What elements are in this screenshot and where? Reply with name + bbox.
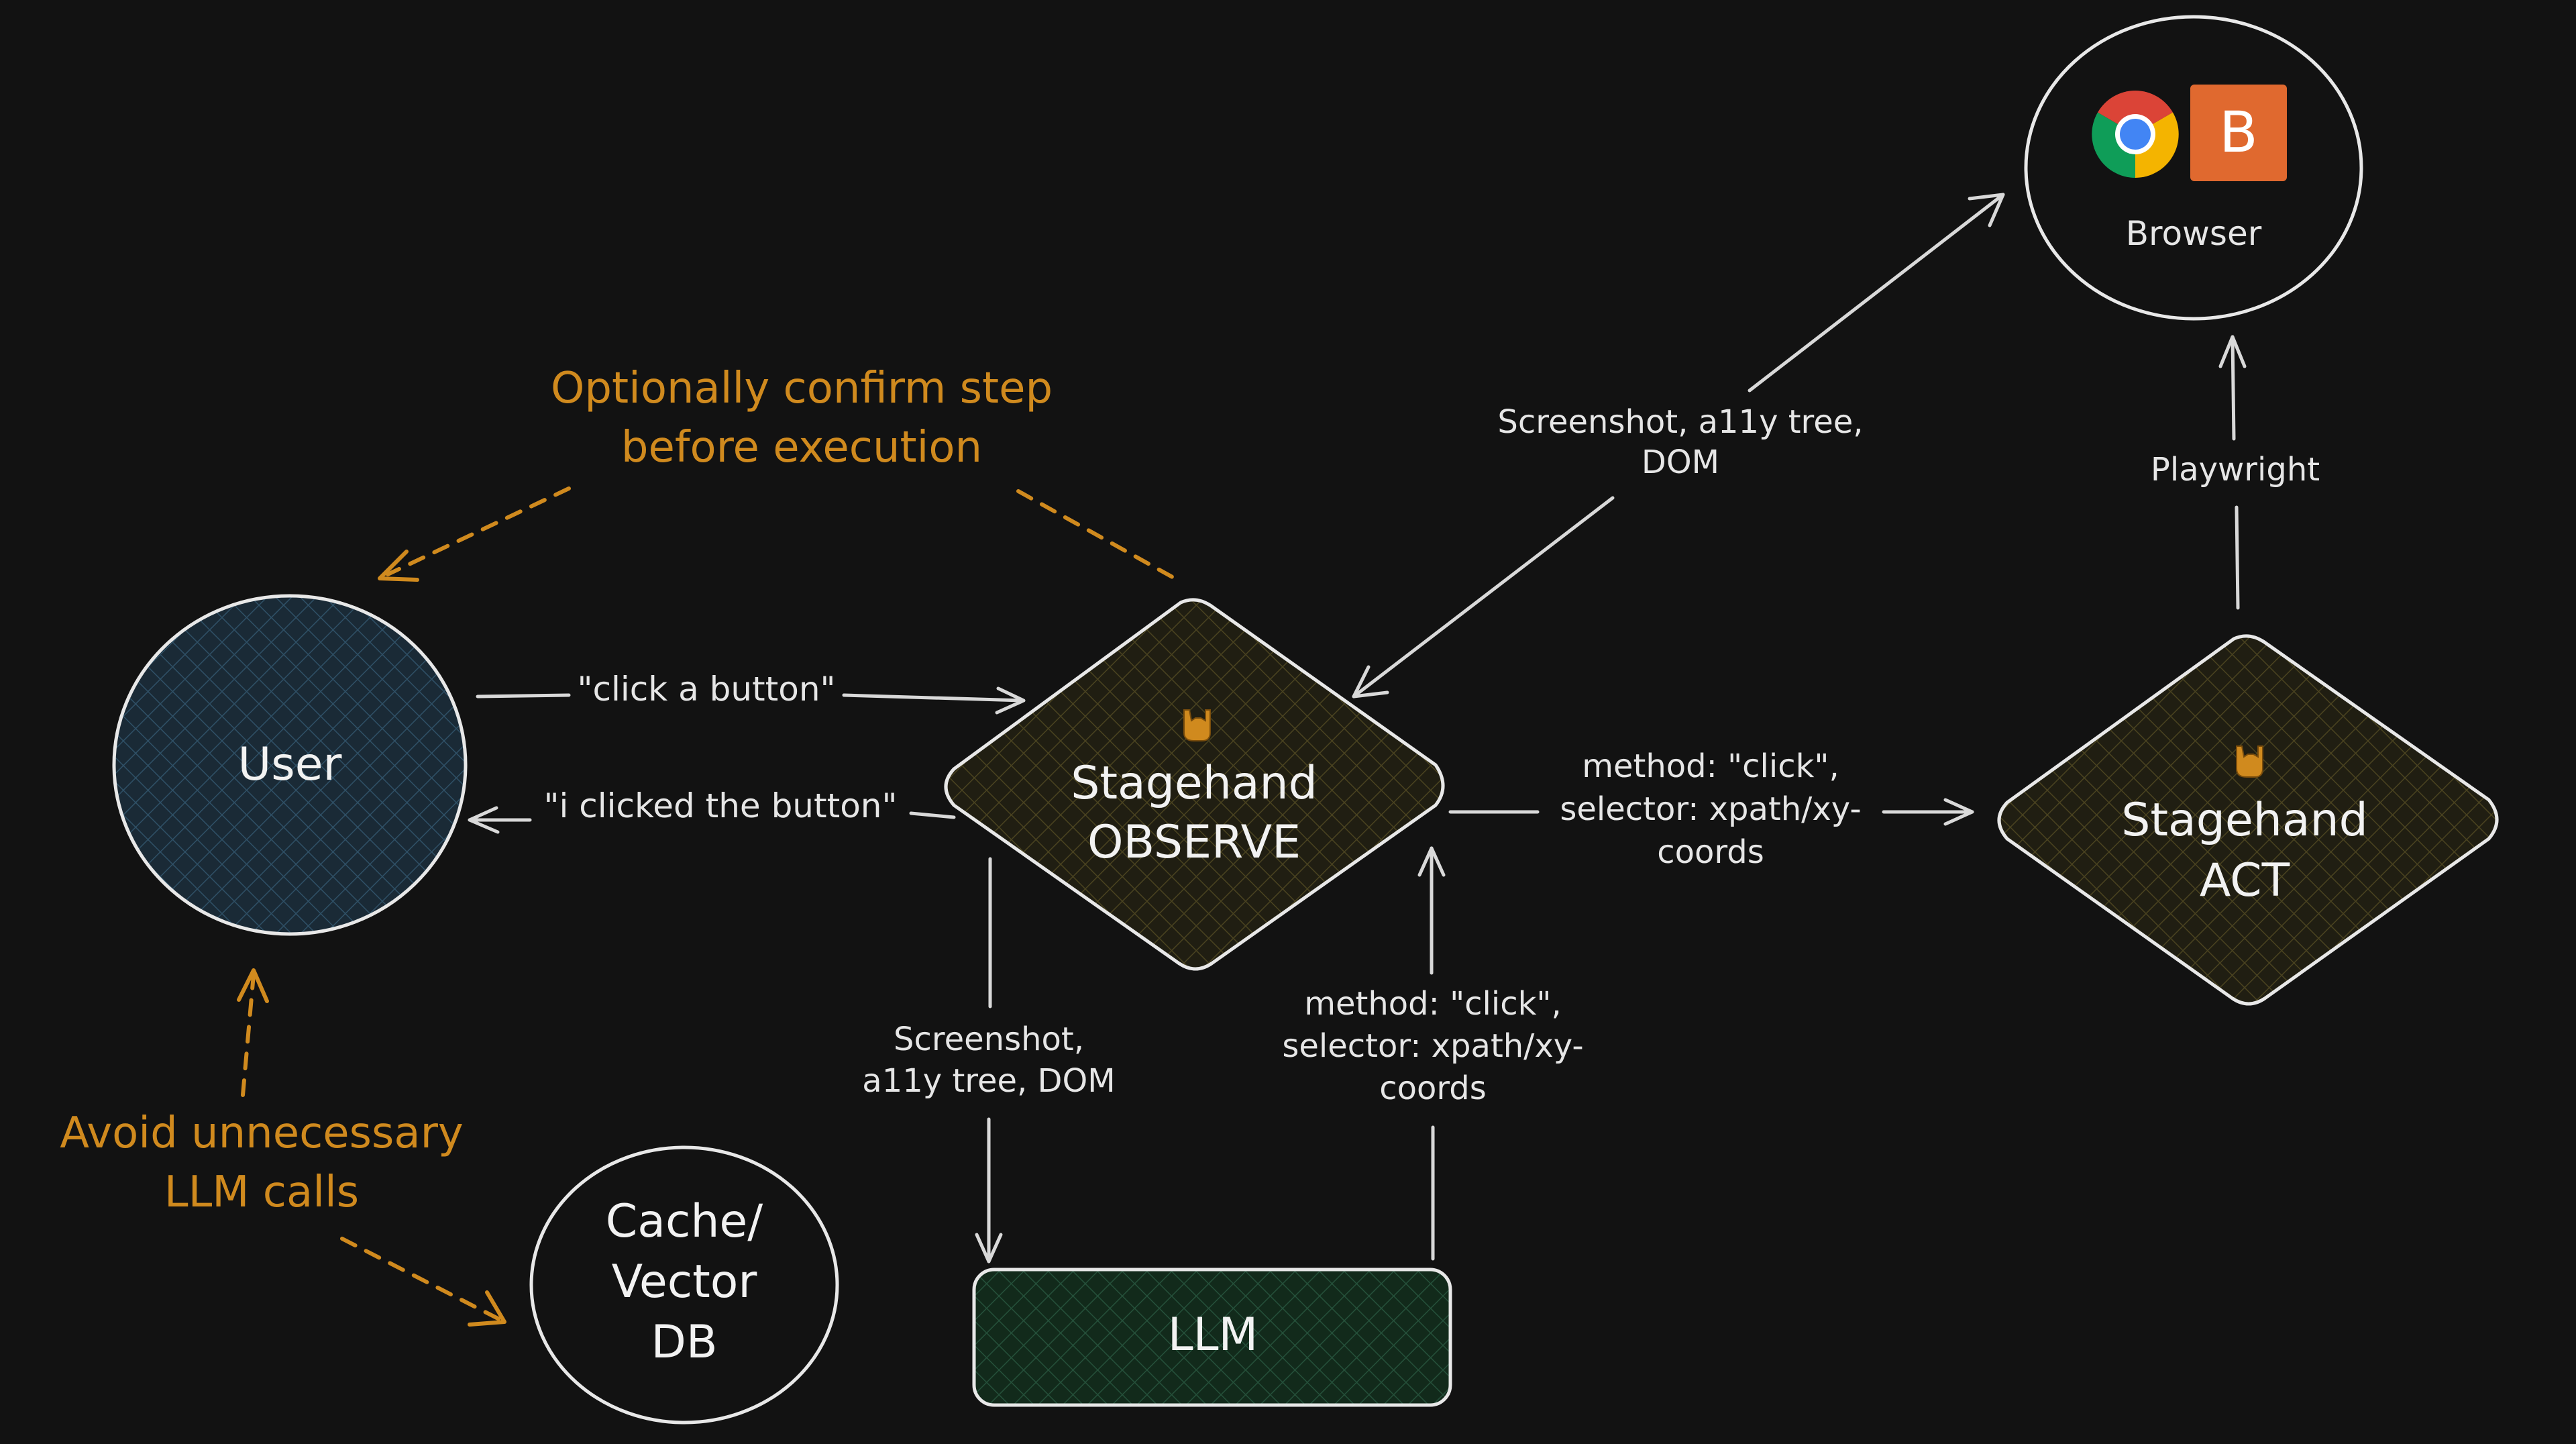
svg-text:B: B bbox=[2219, 99, 2258, 165]
browser-node: chrome-icon B Browser bbox=[2024, 15, 2363, 321]
edge-label-i-clicked-the-button: "i clicked the button" bbox=[544, 786, 898, 825]
edge-label-llm-method-line2: selector: xpath/xy- bbox=[1282, 1027, 1583, 1065]
act-label-line1: Stagehand bbox=[2121, 794, 2368, 847]
edge-observe-to-llm: Screenshot, a11y tree, DOM bbox=[862, 857, 1116, 1264]
edge-label-screenshot-line1: Screenshot, bbox=[894, 1021, 1084, 1058]
edge-label-llm-method-line1: method: "click", bbox=[1304, 985, 1561, 1023]
llm-node: LLM bbox=[972, 1268, 1452, 1407]
edge-label-playwright: Playwright bbox=[2151, 451, 2320, 488]
edge-act-to-browser: Playwright bbox=[2151, 335, 2320, 610]
chrome-icon: chrome-icon bbox=[2092, 91, 2179, 178]
cache-label-line1: Cache/ bbox=[606, 1195, 763, 1248]
cache-label-line3: DB bbox=[651, 1316, 717, 1369]
edge-label-screenshot-a11y-dom-line2: DOM bbox=[1642, 444, 1719, 481]
edge-observe-to-user: "i clicked the button" bbox=[468, 786, 956, 834]
note-avoid-line1: Avoid unnecessary bbox=[60, 1108, 464, 1158]
edge-label-screenshot-a11y-dom-line1: Screenshot, a11y tree, bbox=[1497, 403, 1863, 441]
stagehand-act-node: rock-hand-icon Stagehand ACT bbox=[1997, 634, 2499, 1006]
note-confirm-line1: Optionally confirm step bbox=[551, 364, 1053, 413]
browser-label: Browser bbox=[2126, 214, 2262, 253]
edge-label-method-click-line2: selector: xpath/xy- bbox=[1560, 790, 1861, 828]
note-optionally-confirm: Optionally confirm step before execution bbox=[378, 364, 1184, 584]
observe-label-line1: Stagehand bbox=[1071, 757, 1318, 810]
user-label: User bbox=[238, 738, 342, 791]
note-avoid-llm-calls: Avoid unnecessary LLM calls bbox=[60, 968, 506, 1327]
edge-label-method-click-line3: coords bbox=[1657, 833, 1764, 871]
edge-label-click-a-button: "click a button" bbox=[577, 670, 835, 709]
edge-browser-observe: Screenshot, a11y tree, DOM bbox=[1352, 193, 2005, 699]
cache-label-line2: Vector bbox=[612, 1255, 757, 1308]
observe-label-line2: OBSERVE bbox=[1087, 816, 1301, 869]
llm-label: LLM bbox=[1168, 1308, 1258, 1361]
stagehand-observe-node: rock-hand-icon Stagehand OBSERVE bbox=[944, 598, 1445, 971]
edge-observe-to-act: method: "click", selector: xpath/xy- coo… bbox=[1448, 747, 1974, 871]
edge-label-method-click-line1: method: "click", bbox=[1582, 747, 1839, 785]
user-node: User bbox=[112, 594, 468, 936]
edge-llm-to-observe: method: "click", selector: xpath/xy- coo… bbox=[1282, 846, 1584, 1261]
rock-hand-icon: rock-hand-icon bbox=[1183, 709, 1211, 741]
edge-label-llm-method-line3: coords bbox=[1379, 1070, 1487, 1107]
b-app-icon: B bbox=[2190, 85, 2287, 181]
cache-vector-db-node: Cache/ Vector DB bbox=[529, 1145, 839, 1425]
rock-hand-icon: rock-hand-icon bbox=[2236, 745, 2263, 778]
edge-user-to-observe: "click a button" bbox=[476, 670, 1026, 715]
note-confirm-line2: before execution bbox=[621, 423, 982, 472]
note-avoid-line2: LLM calls bbox=[164, 1168, 359, 1217]
edge-label-screenshot-line2: a11y tree, DOM bbox=[862, 1062, 1115, 1100]
act-label-line2: ACT bbox=[2200, 854, 2290, 907]
